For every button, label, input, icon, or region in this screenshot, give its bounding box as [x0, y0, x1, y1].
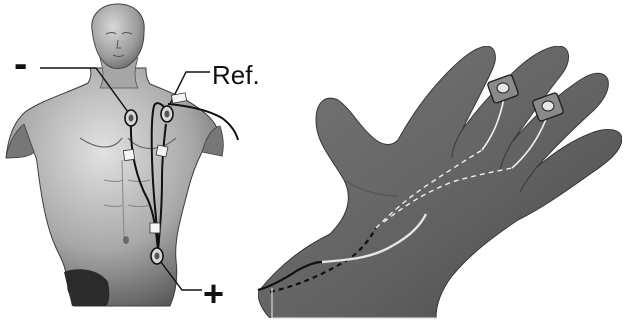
tape-patch — [123, 149, 134, 160]
torso-model — [6, 4, 223, 306]
negative-electrode-label: - — [14, 44, 27, 84]
electrode-reference — [161, 106, 173, 122]
tape-patch — [156, 145, 168, 157]
electrode-positive — [151, 248, 163, 264]
reference-electrode-label: Ref. — [212, 62, 260, 88]
positive-electrode-label: + — [203, 276, 224, 312]
tape-patch — [150, 223, 160, 233]
electrode-negative — [125, 110, 137, 126]
torso-body — [6, 68, 222, 306]
navel — [123, 236, 129, 244]
